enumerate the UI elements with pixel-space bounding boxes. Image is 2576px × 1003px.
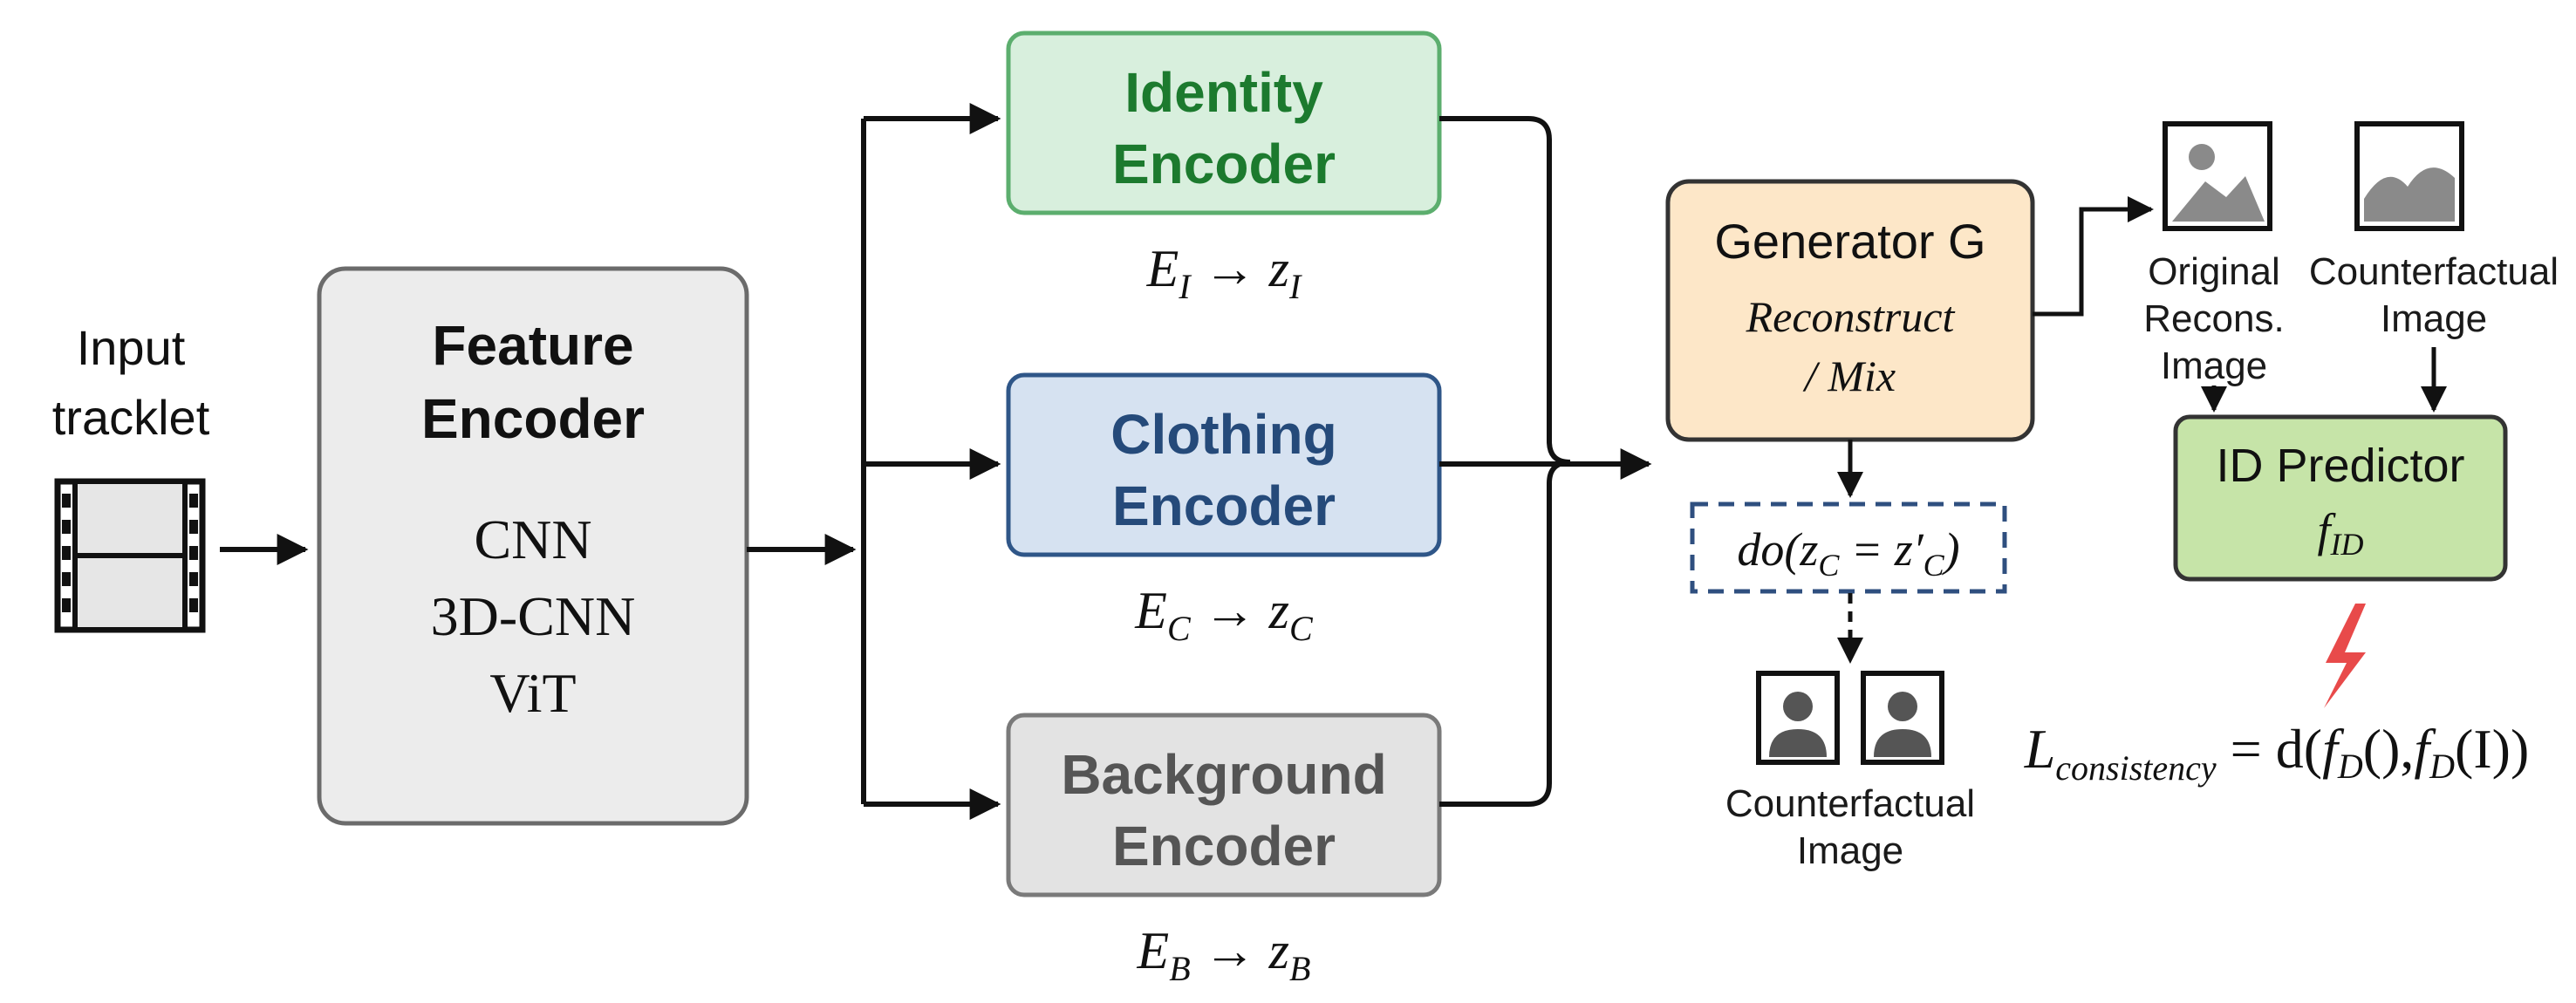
- original-recons-line2: Recons.: [2143, 297, 2284, 340]
- landscape-image-icon: [2163, 121, 2272, 231]
- arrow-generator-to-original: [2033, 196, 2154, 317]
- identity-encoder-formula: EI → zI: [1146, 240, 1302, 306]
- id-predictor-box: ID Predictor fID: [2173, 414, 2508, 582]
- generator-sub-line2: / Mix: [1802, 351, 1896, 400]
- clothing-encoder-line2: Encoder: [1112, 474, 1336, 537]
- identity-encoder-line2: Encoder: [1112, 133, 1336, 195]
- feature-encoder-box: Feature Encoder CNN 3D-CNN ViT: [317, 266, 749, 826]
- background-encoder-box: Background Encoder: [1006, 713, 1442, 897]
- generator-sub-line1: Reconstruct: [1746, 292, 1956, 341]
- branch-connectors: [747, 103, 1001, 820]
- original-recons-line1: Original: [2148, 250, 2280, 293]
- counterfactual-top-line2: Image: [2381, 297, 2487, 340]
- person-portrait-icon: [1756, 671, 1840, 765]
- intervention-box: do(zC = z′C): [1690, 502, 2007, 594]
- clothing-encoder-line1: Clothing: [1110, 403, 1336, 466]
- clothing-encoder-formula: EC → zC: [1134, 582, 1314, 648]
- feature-model-vit: ViT: [489, 662, 576, 724]
- clothing-encoder-box: Clothing Encoder: [1006, 372, 1442, 557]
- counterfactual-bottom-line1: Counterfactual: [1725, 782, 1975, 825]
- counterfactual-bottom-line2: Image: [1797, 829, 1903, 872]
- input-label-line2: tracklet: [52, 390, 210, 445]
- intervention-formula: do(zC = z′C): [1737, 523, 1959, 583]
- background-encoder-line1: Background: [1061, 743, 1386, 806]
- feature-encoder-title-line1: Feature: [432, 314, 633, 377]
- background-encoder-formula: EB → zB: [1137, 922, 1311, 988]
- counterfactual-top-line1: Counterfactual: [2309, 250, 2559, 293]
- consistency-loss-formula: Lconsistency = d(fD(),fD(I)): [2024, 718, 2530, 788]
- film-strip-icon: [54, 478, 206, 633]
- id-predictor-title: ID Predictor: [2216, 440, 2464, 492]
- identity-encoder-line1: Identity: [1124, 61, 1323, 124]
- original-recons-line3: Image: [2161, 345, 2267, 387]
- input-label-line1: Input: [77, 320, 186, 375]
- feature-model-cnn: CNN: [474, 508, 591, 570]
- generator-title: Generator G: [1714, 214, 1985, 269]
- merge-connectors: [1439, 116, 1652, 807]
- person-portrait-icon-2: [1861, 671, 1944, 765]
- identity-encoder-box: Identity Encoder: [1006, 31, 1442, 215]
- feature-model-3dcnn: 3D-CNN: [431, 585, 636, 647]
- feature-encoder-rect: [317, 266, 749, 826]
- lightning-bolt-icon: [2324, 604, 2366, 708]
- generator-box: Generator G Reconstruct / Mix: [1665, 179, 2035, 442]
- input-tracklet: Input tracklet: [52, 320, 210, 633]
- feature-encoder-title-line2: Encoder: [421, 387, 645, 450]
- landscape-image-icon-2: [2354, 121, 2464, 231]
- background-encoder-line2: Encoder: [1112, 815, 1336, 877]
